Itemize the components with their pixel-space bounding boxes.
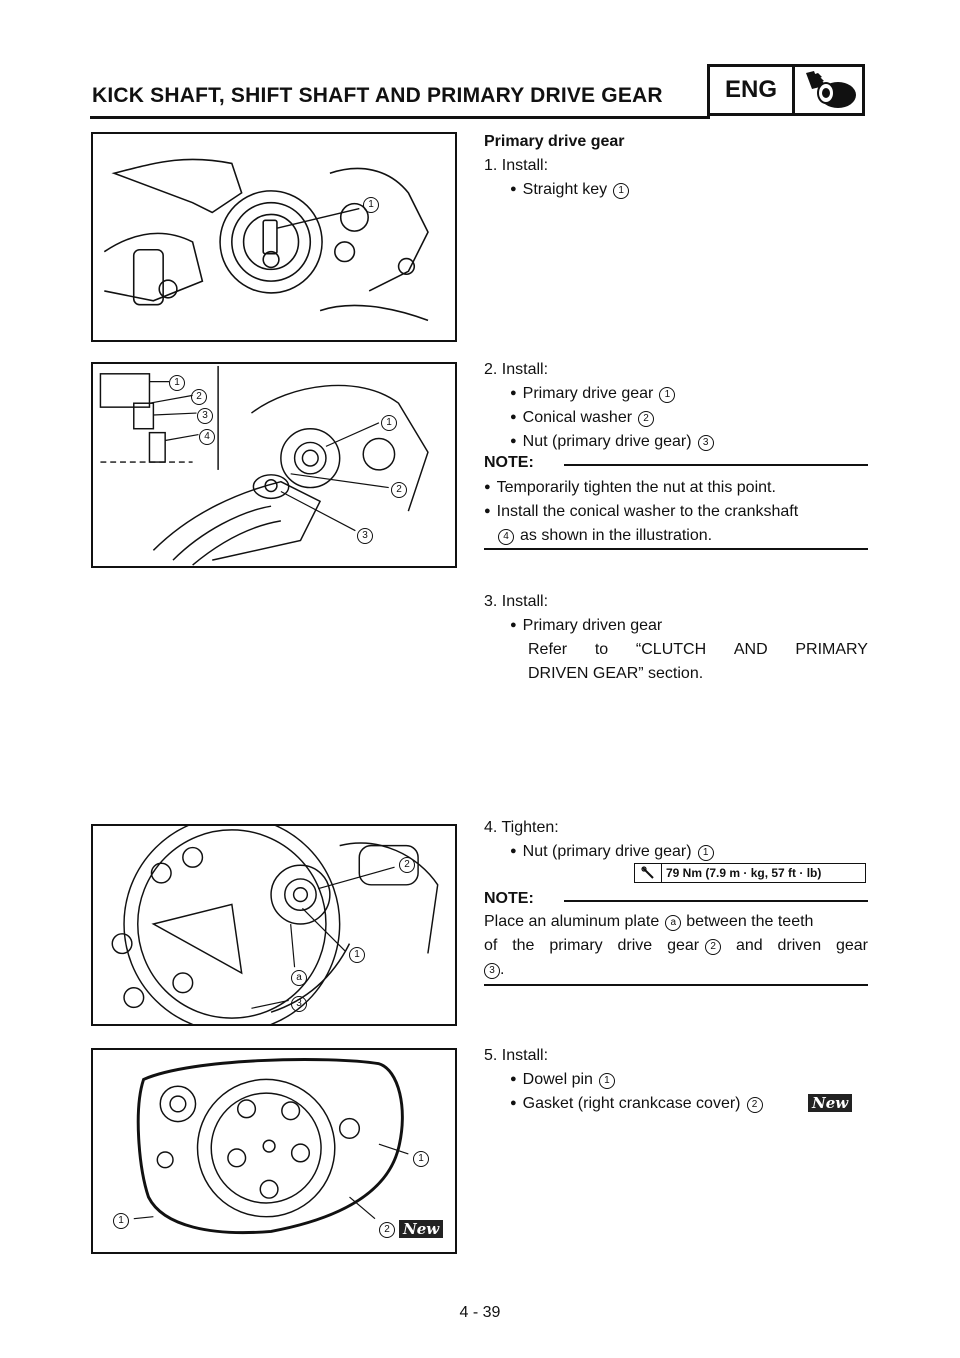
item-text: Conical washer bbox=[522, 409, 633, 426]
crankcase-straight-key-illustration bbox=[103, 158, 429, 322]
section-heading: Primary drive gear bbox=[484, 133, 625, 150]
refer-word: PRIMARY bbox=[795, 641, 868, 658]
engine-bolt-icon bbox=[806, 71, 856, 108]
ref-number: 1 bbox=[697, 845, 714, 861]
note-rule bbox=[564, 464, 868, 466]
note-word: the bbox=[512, 937, 535, 954]
crankcase-gasket-illustration bbox=[133, 1058, 409, 1235]
figure-straight-key: 1 bbox=[91, 132, 457, 342]
figure-callout: 2 bbox=[379, 1222, 395, 1238]
note-header: NOTE: bbox=[484, 454, 868, 478]
note-word: gear bbox=[667, 937, 700, 954]
ref-number: 2 bbox=[746, 1097, 763, 1113]
step-3-refer-line-2: DRIVEN GEAR” section. bbox=[528, 665, 704, 682]
refer-word: “CLUTCH bbox=[635, 641, 707, 658]
refer-word: to bbox=[594, 641, 609, 658]
step-3-item: Primary driven gear bbox=[510, 614, 663, 639]
torque-value: 79 Nm (7.9 m · kg, 57 ft · lb) bbox=[661, 864, 821, 882]
ref-number: 3 bbox=[484, 963, 500, 979]
step-2-label: 2. Install: bbox=[484, 361, 549, 378]
new-part-badge: New bbox=[808, 1094, 853, 1112]
item-text: Nut (primary drive gear) bbox=[522, 843, 692, 860]
page-title: KICK SHAFT, SHIFT SHAFT AND PRIMARY DRIV… bbox=[92, 84, 663, 107]
figure-callout: 4 bbox=[199, 429, 215, 445]
note-rule bbox=[564, 900, 868, 902]
step-4-label: 4. Tighten: bbox=[484, 819, 559, 836]
ref-number: 2 bbox=[638, 411, 655, 427]
torque-spec: 79 Nm (7.9 m · kg, 57 ft · lb) bbox=[634, 863, 866, 883]
step-4-item: Nut (primary drive gear) 1 bbox=[510, 840, 714, 865]
figure-callout: 3 bbox=[291, 996, 307, 1012]
page-number: 4 - 39 bbox=[459, 1304, 501, 1321]
step-5-item: Gasket (right crankcase cover) 2 bbox=[510, 1092, 763, 1117]
figure-callout: 1 bbox=[113, 1213, 129, 1229]
section-badge: ENG bbox=[707, 64, 865, 116]
figure-callout: 2 bbox=[399, 857, 415, 873]
note-line: of the primary drive gear 2 and driven ge… bbox=[484, 934, 868, 958]
figure-primary-drive-gear: 1 2 3 4 1 2 3 bbox=[91, 362, 457, 568]
note-label: NOTE: bbox=[484, 454, 534, 471]
clutch-and-gear-illustration bbox=[111, 826, 439, 1024]
figure-callout: 3 bbox=[357, 528, 373, 544]
note-word: driven bbox=[777, 937, 822, 954]
note-line: 3. bbox=[484, 958, 504, 982]
note-end-rule bbox=[484, 984, 868, 986]
note-word: of bbox=[484, 937, 498, 954]
primary-drive-gear-illustration bbox=[99, 365, 429, 566]
item-text: Nut (primary drive gear) bbox=[522, 433, 692, 450]
ref-number: 1 bbox=[598, 1073, 615, 1089]
step-1-label: 1. Install: bbox=[484, 157, 549, 174]
step-2-item: Conical washer 2 bbox=[510, 406, 655, 431]
item-text: Gasket (right crankcase cover) bbox=[522, 1095, 741, 1112]
step-5-item: Dowel pin 1 bbox=[510, 1068, 615, 1093]
new-part-badge: New bbox=[399, 1220, 444, 1238]
refer-word: Refer bbox=[528, 641, 568, 658]
item-text: Primary drive gear bbox=[522, 385, 654, 402]
ref-number: 4 bbox=[498, 529, 514, 545]
ref-number: 3 bbox=[697, 435, 714, 451]
step-2-item: Primary drive gear 1 bbox=[510, 382, 676, 407]
torque-wrench-icon bbox=[641, 866, 654, 879]
note-header: NOTE: bbox=[484, 890, 868, 914]
step-3-label: 3. Install: bbox=[484, 593, 549, 610]
note-word: drive bbox=[617, 937, 653, 954]
figure-callout: 1 bbox=[363, 197, 379, 213]
note-label: NOTE: bbox=[484, 890, 534, 907]
refer-word: AND bbox=[733, 641, 768, 658]
figure-callout: 2 bbox=[391, 482, 407, 498]
note-text: Place an aluminum plate bbox=[484, 913, 660, 930]
item-text: Straight key bbox=[522, 181, 608, 198]
note-continuation: 4 as shown in the illustration. bbox=[498, 524, 712, 548]
step-2-item: Nut (primary drive gear) 3 bbox=[510, 430, 714, 455]
step-1-item: Straight key 1 bbox=[510, 178, 630, 203]
figure-callout: a bbox=[291, 970, 307, 986]
figure-callout: 1 bbox=[349, 947, 365, 963]
ref-number: 2 bbox=[705, 939, 722, 955]
note-word: and bbox=[735, 937, 763, 954]
section-badge-label: ENG bbox=[710, 67, 795, 113]
note-word: gear bbox=[835, 937, 868, 954]
note-text: as shown in the illustration. bbox=[520, 527, 713, 544]
figure-dowel-gasket: 1 1 2 New bbox=[91, 1048, 457, 1254]
ref-letter: a bbox=[665, 915, 682, 931]
note-bullet: Temporarily tighten the nut at this poin… bbox=[484, 476, 776, 501]
item-text: Dowel pin bbox=[522, 1071, 593, 1088]
figure-callout: 3 bbox=[197, 408, 213, 424]
note-bullet: Install the conical washer to the cranks… bbox=[484, 500, 799, 525]
ref-number: 1 bbox=[613, 183, 630, 199]
figure-callout: 1 bbox=[413, 1151, 429, 1167]
note-word: primary bbox=[549, 937, 603, 954]
note-end-rule bbox=[484, 548, 868, 550]
header-rule bbox=[90, 116, 710, 119]
figure-callout: 1 bbox=[169, 375, 185, 391]
figure-callout: 1 bbox=[381, 415, 397, 431]
step-3-refer-line: Refer to “CLUTCH AND PRIMARY bbox=[528, 638, 868, 662]
step-5-label: 5. Install: bbox=[484, 1047, 549, 1064]
ref-number: 1 bbox=[659, 387, 676, 403]
note-word-with-ref: gear 2 bbox=[667, 934, 722, 958]
note-text: between the teeth bbox=[686, 913, 814, 930]
figure-callout: 2 bbox=[191, 389, 207, 405]
figure-tighten-nut: 2 1 a 3 bbox=[91, 824, 457, 1026]
